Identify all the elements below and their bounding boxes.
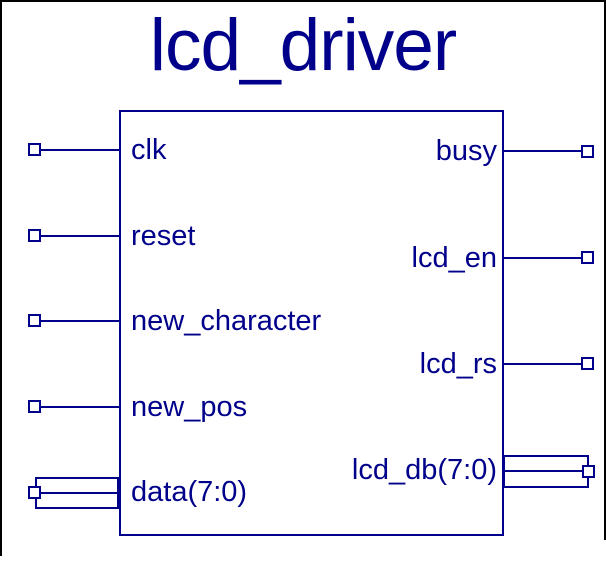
output-wire-lcd-rs[interactable] (503, 363, 585, 365)
input-wire-new-character[interactable] (34, 320, 120, 322)
output-pin-busy[interactable] (581, 145, 594, 158)
input-pin-clk[interactable] (28, 143, 41, 156)
output-pin-lcd-en[interactable] (581, 251, 594, 264)
input-wire-new-pos[interactable] (34, 406, 120, 408)
frame-left-edge (0, 0, 2, 556)
output-label-busy: busy (435, 134, 497, 167)
input-pin-new-pos[interactable] (28, 400, 41, 413)
output-wire-lcd-en[interactable] (503, 257, 585, 259)
frame-top-edge (0, 0, 606, 2)
module-symbol-body[interactable] (119, 110, 504, 536)
input-wire-reset[interactable] (34, 235, 120, 237)
output-label-lcd-en: lcd_en (411, 241, 497, 274)
output-pin-lcd-db[interactable] (582, 465, 595, 478)
input-wire-clk[interactable] (34, 149, 120, 151)
input-label-clk: clk (131, 133, 167, 166)
output-pin-lcd-rs[interactable] (581, 357, 594, 370)
input-pin-data[interactable] (28, 486, 41, 499)
input-wire-data[interactable] (30, 492, 120, 494)
input-pin-reset[interactable] (28, 229, 41, 242)
input-label-new-character: new_character (131, 304, 322, 337)
input-label-reset: reset (131, 219, 196, 252)
module-title: lcd_driver (149, 5, 457, 86)
output-wire-lcd-db[interactable] (503, 470, 593, 472)
input-label-data: data(7:0) (131, 475, 248, 508)
input-pin-new-character[interactable] (28, 314, 41, 327)
output-wire-busy[interactable] (503, 150, 585, 152)
input-label-new-pos: new_pos (131, 390, 248, 423)
frame-right-edge (604, 0, 606, 540)
output-label-lcd-rs: lcd_rs (419, 347, 497, 380)
output-label-lcd-db: lcd_db(7:0) (351, 453, 497, 486)
